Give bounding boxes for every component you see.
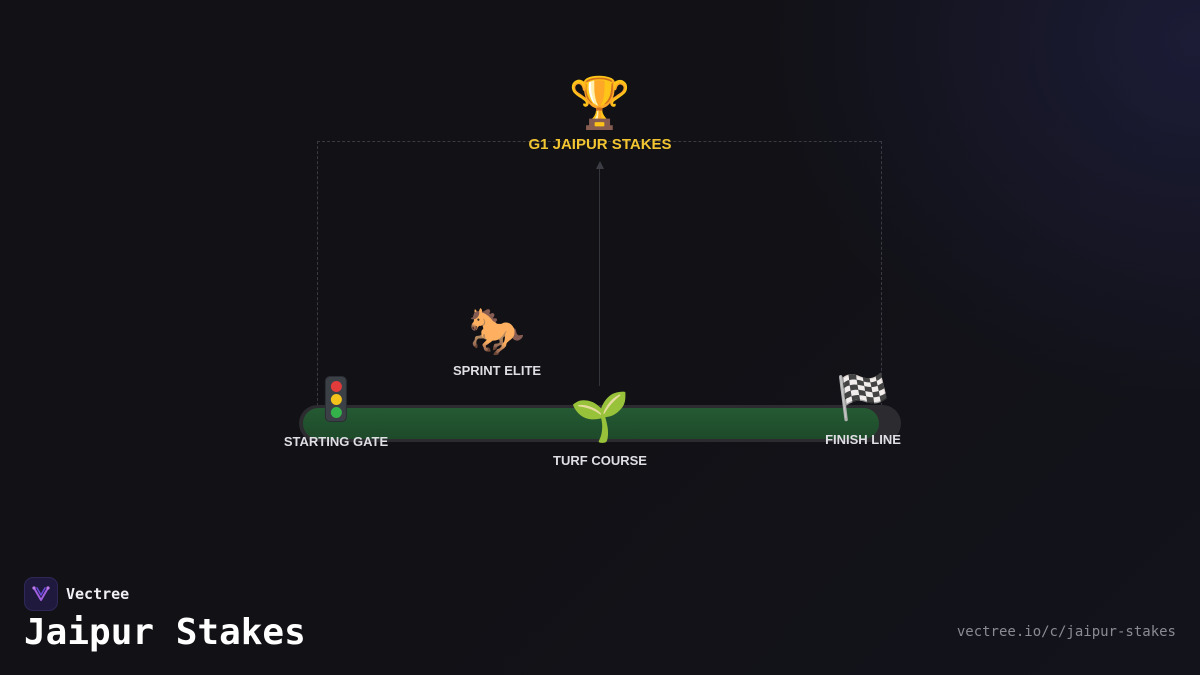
progress-arrow-line xyxy=(599,168,600,386)
checkered-flag-icon: 🏁 xyxy=(835,373,891,422)
race-frame xyxy=(317,141,882,411)
green-lamp xyxy=(331,407,342,418)
turf-strip xyxy=(303,408,879,439)
traffic-light-icon xyxy=(325,376,347,422)
turf-label: TURF COURSE xyxy=(553,453,647,468)
racehorse-icon: 🐎 xyxy=(468,305,526,357)
progress-arrow-head xyxy=(596,161,604,169)
trophy-icon: 🏆 xyxy=(568,75,632,131)
seedling-icon: 🌱 xyxy=(570,391,630,444)
page-url[interactable]: vectree.io/c/jaipur-stakes xyxy=(956,624,1176,640)
horse-label: SPRINT ELITE xyxy=(452,363,542,378)
trophy-label: G1 JAIPUR STAKES xyxy=(528,136,672,153)
vectree-logo-icon xyxy=(24,577,58,611)
red-lamp xyxy=(331,381,342,392)
vectree-logo-glyph xyxy=(32,586,50,601)
turf-node: 🌱 TURF COURSE xyxy=(553,391,647,469)
horse-node: 🐎 SPRINT ELITE xyxy=(453,308,541,378)
brand[interactable]: Vectree xyxy=(24,577,129,611)
start-label: STARTING GATE xyxy=(283,434,389,449)
start-node: STARTING GATE xyxy=(284,376,388,449)
finish-label: FINISH LINE xyxy=(825,432,901,447)
yellow-lamp xyxy=(331,394,342,405)
trophy-node: 🏆 G1 JAIPUR STAKES xyxy=(528,78,671,153)
finish-node: 🏁 FINISH LINE xyxy=(825,373,901,448)
page-title: Jaipur Stakes xyxy=(24,612,306,653)
brand-name: Vectree xyxy=(66,585,130,603)
